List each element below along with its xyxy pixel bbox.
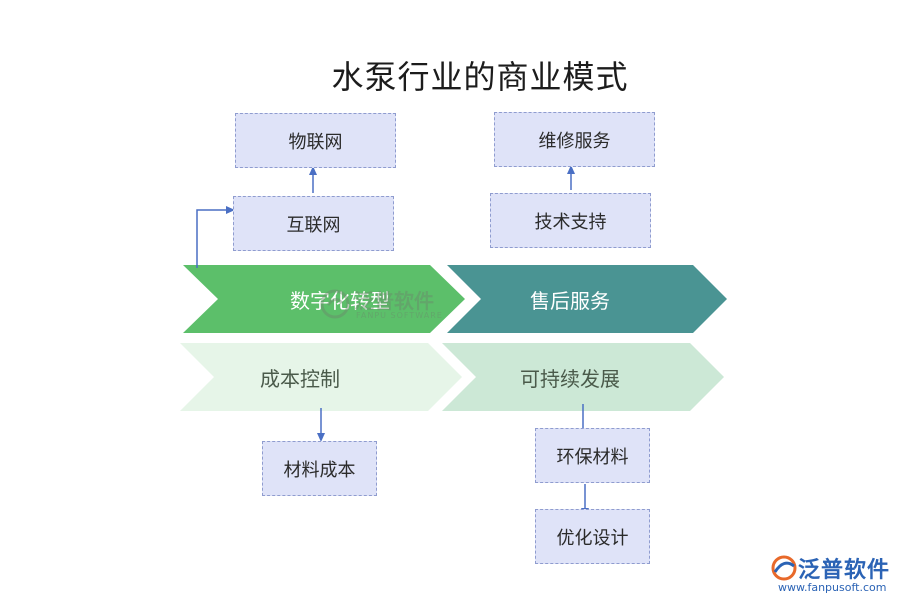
chevron-sustainable-label: 可持续发展 (520, 366, 620, 391)
box-maintenance: 维修服务 (494, 112, 655, 167)
chevron-after-sales-shape (447, 265, 727, 333)
chevron-digital-shape (183, 265, 465, 333)
box-iot: 物联网 (235, 113, 396, 168)
box-optimize-design: 优化设计 (535, 509, 650, 564)
diagram-title: 水泵行业的商业模式 (331, 58, 629, 96)
box-tech-support: 技术支持 (490, 193, 651, 248)
chevron-after-sales-label: 售后服务 (530, 288, 610, 313)
box-eco-material: 环保材料 (535, 428, 650, 483)
brand-logo-url: www.fanpusoft.com (778, 581, 887, 594)
chevron-digital-label: 数字化转型 (290, 288, 390, 313)
box-internet: 互联网 (233, 196, 394, 251)
brand-logo-text: 泛普软件 (798, 558, 891, 583)
chevron-cost-shape (180, 343, 462, 411)
chevron-cost-label: 成本控制 (260, 366, 340, 391)
chevron-sustainable-shape (442, 343, 724, 411)
brand-logo: 泛普软件 www.fanpusoft.com (770, 548, 895, 596)
box-material-cost: 材料成本 (262, 441, 377, 496)
brand-logo-icon (771, 555, 797, 581)
connector-digital-to-internet (196, 206, 235, 268)
